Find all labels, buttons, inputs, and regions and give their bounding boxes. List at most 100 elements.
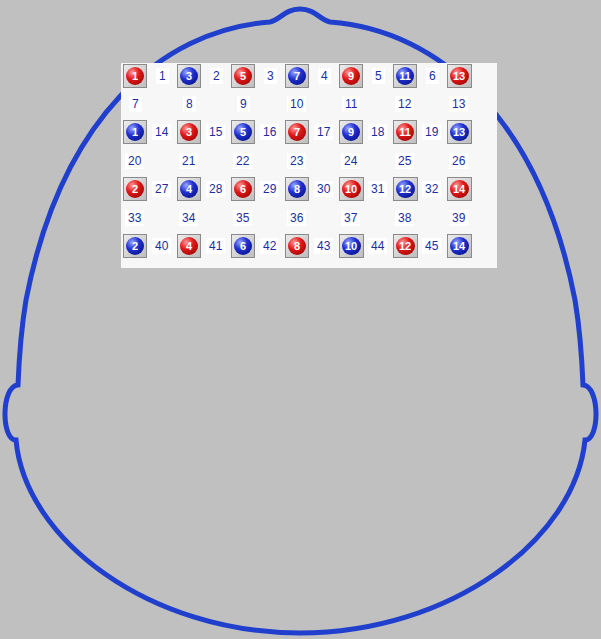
optode-number: 8	[294, 241, 300, 252]
channel-number: 10	[287, 96, 306, 112]
channel-number: 38	[395, 210, 414, 226]
channel-number: 2	[210, 68, 223, 84]
optode-number: 6	[240, 241, 246, 252]
optode-sphere: 9	[342, 67, 360, 85]
optode-number: 13	[453, 71, 465, 82]
optode-number: 14	[453, 241, 465, 252]
optode-number: 4	[186, 184, 192, 195]
source-optode: 10	[339, 177, 364, 201]
detector-optode: 8	[285, 177, 309, 201]
optode-number: 2	[132, 241, 138, 252]
optode-sphere: 5	[234, 123, 252, 141]
optode-sphere: 3	[180, 67, 198, 85]
detector-optode: 12	[393, 177, 418, 201]
source-optode: 6	[231, 177, 255, 201]
optode-sphere: 3	[180, 123, 198, 141]
optode-sphere: 8	[288, 180, 306, 198]
source-optode: 8	[285, 234, 309, 258]
optode-number: 12	[399, 241, 411, 252]
optode-number: 2	[132, 184, 138, 195]
channel-number: 12	[395, 96, 414, 112]
detector-optode: 14	[447, 234, 472, 258]
optode-sphere: 14	[450, 237, 469, 255]
optode-sphere: 2	[126, 237, 144, 255]
optode-number: 7	[294, 71, 300, 82]
optode-sphere: 4	[180, 237, 198, 255]
detector-optode: 7	[285, 64, 309, 88]
optode-sphere: 2	[126, 180, 144, 198]
channel-number: 16	[260, 124, 279, 140]
channel-number: 15	[206, 124, 225, 140]
detector-optode: 10	[339, 234, 364, 258]
channel-number: 14	[152, 124, 171, 140]
channel-number: 31	[368, 181, 387, 197]
optode-number: 9	[348, 71, 354, 82]
channel-number: 6	[426, 68, 439, 84]
source-optode: 1	[123, 64, 147, 88]
optode-sphere: 10	[342, 180, 361, 198]
channel-number: 13	[449, 96, 468, 112]
detector-optode: 11	[393, 64, 417, 88]
optode-sphere: 13	[450, 67, 469, 85]
optode-sphere: 12	[396, 180, 415, 198]
optode-number: 10	[345, 184, 357, 195]
channel-number: 26	[449, 153, 468, 169]
channel-number: 5	[372, 68, 385, 84]
channel-number: 23	[287, 153, 306, 169]
optode-number: 3	[186, 127, 192, 138]
channel-number: 40	[152, 238, 171, 254]
source-optode: 14	[447, 177, 472, 201]
source-optode: 13	[447, 64, 472, 88]
optode-sphere: 7	[288, 123, 306, 141]
optode-number: 12	[399, 184, 411, 195]
channel-number: 3	[264, 68, 277, 84]
channel-number: 25	[395, 153, 414, 169]
detector-optode: 13	[447, 120, 472, 144]
optode-sphere: 9	[342, 123, 360, 141]
channel-number: 36	[287, 210, 306, 226]
optode-sphere: 14	[450, 180, 469, 198]
channel-number: 29	[260, 181, 279, 197]
optode-number: 8	[294, 184, 300, 195]
detector-optode: 9	[339, 120, 363, 144]
channel-number: 9	[237, 96, 250, 112]
optode-sphere: 11	[396, 123, 414, 141]
source-optode: 4	[177, 234, 201, 258]
detector-optode: 2	[123, 234, 147, 258]
optode-sphere: 4	[180, 180, 198, 198]
optode-sphere: 6	[234, 180, 252, 198]
optode-sphere: 13	[450, 123, 469, 141]
channel-number: 1	[156, 68, 169, 84]
optode-number: 1	[132, 127, 138, 138]
channel-number: 11	[342, 96, 360, 112]
optode-number: 9	[348, 127, 354, 138]
channel-number: 45	[422, 238, 441, 254]
channel-number: 18	[368, 124, 387, 140]
channel-number: 7	[129, 96, 142, 112]
channel-number: 43	[314, 238, 333, 254]
optode-sphere: 1	[126, 123, 144, 141]
optode-sphere: 10	[342, 237, 361, 255]
channel-number: 35	[233, 210, 252, 226]
optode-number: 5	[240, 71, 246, 82]
optode-sphere: 6	[234, 237, 252, 255]
channel-number: 20	[125, 153, 144, 169]
source-optode: 9	[339, 64, 363, 88]
source-optode: 2	[123, 177, 147, 201]
optode-number: 1	[132, 71, 138, 82]
channel-number: 37	[341, 210, 360, 226]
optode-number: 5	[240, 127, 246, 138]
channel-number: 33	[125, 210, 144, 226]
channel-number: 28	[206, 181, 225, 197]
detector-optode: 4	[177, 177, 201, 201]
channel-number: 34	[179, 210, 198, 226]
channel-number: 32	[422, 181, 441, 197]
optode-number: 7	[294, 127, 300, 138]
channel-number: 41	[206, 238, 225, 254]
source-optode: 11	[393, 120, 417, 144]
channel-number: 17	[314, 124, 333, 140]
channel-number: 21	[179, 153, 198, 169]
channel-number: 44	[368, 238, 387, 254]
channel-number: 30	[314, 181, 333, 197]
